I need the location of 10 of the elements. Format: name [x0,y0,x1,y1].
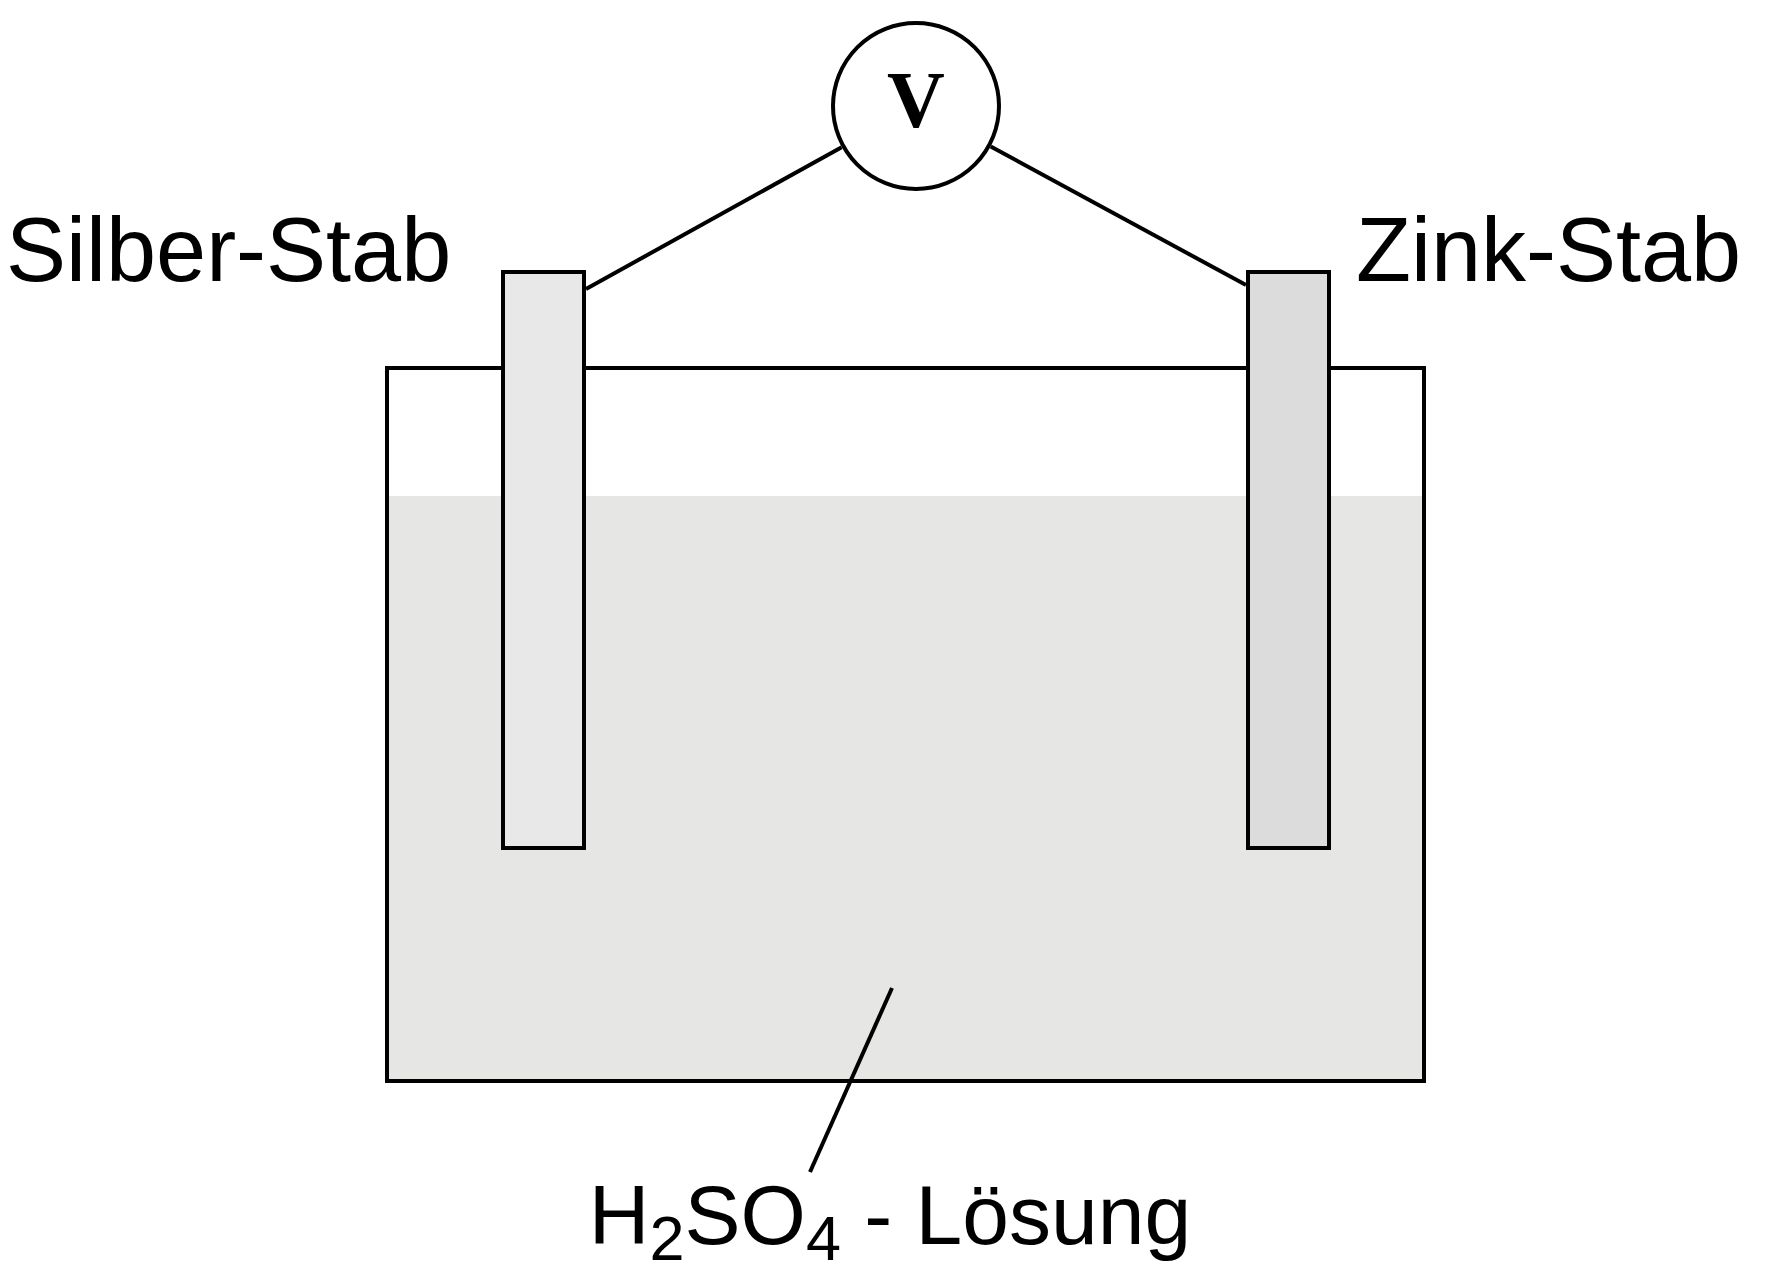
electrode-label: Silber-Stab [6,205,452,295]
solution-label: H$_{2}$SO$_{4}$ - Lösung [540,1165,1240,1265]
voltmeter-symbol: V [887,60,945,140]
wire [585,145,843,291]
electrode-rod [1246,270,1331,850]
electrode-rod [501,270,586,850]
solution-liquid [389,496,1422,1079]
wire [989,144,1247,287]
leader-line [808,987,894,1173]
electrode-label: Zink-Stab [1356,205,1742,295]
